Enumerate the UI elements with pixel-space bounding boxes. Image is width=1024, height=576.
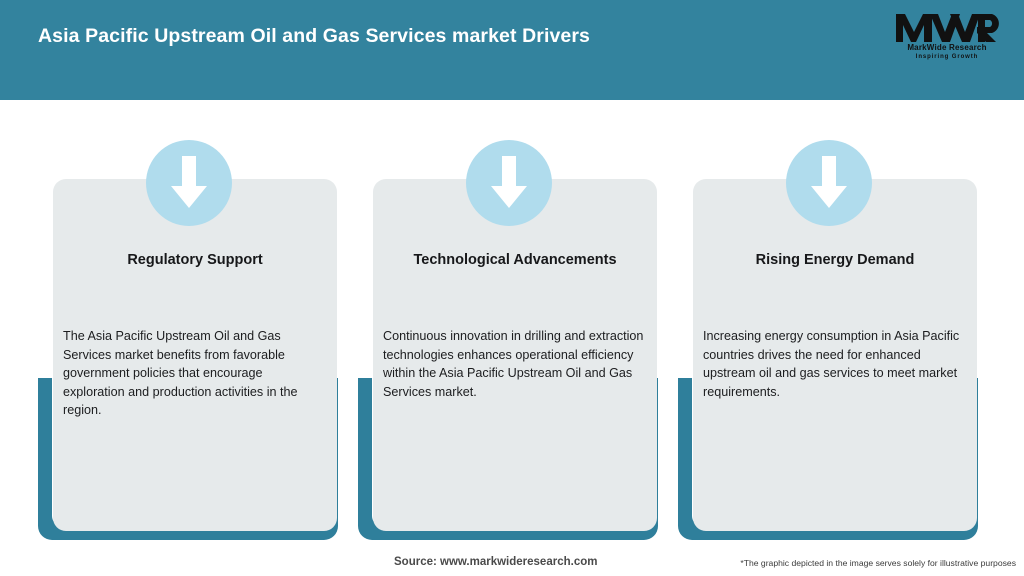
drivers-card-row: Regulatory Support The Asia Pacific Upst… [0, 100, 1024, 540]
brand-logo: MarkWide Research Inspiring Growth [892, 10, 1002, 68]
driver-card-2[interactable]: Technological Advancements Continuous in… [358, 100, 658, 540]
disclaimer-label: *The graphic depicted in the image serve… [740, 558, 1016, 568]
card-body-text: Increasing energy consumption in Asia Pa… [703, 329, 960, 399]
page-title: Asia Pacific Upstream Oil and Gas Servic… [38, 25, 590, 47]
down-arrow-icon [146, 140, 232, 226]
logo-company-name: MarkWide Research [907, 43, 987, 52]
card-surface: Rising Energy Demand Increasing energy c… [693, 179, 977, 531]
driver-card-1[interactable]: Regulatory Support The Asia Pacific Upst… [38, 100, 338, 540]
down-arrow-icon [786, 140, 872, 226]
down-arrow-icon [466, 140, 552, 226]
card-surface: Technological Advancements Continuous in… [373, 179, 657, 531]
card-surface: Regulatory Support The Asia Pacific Upst… [53, 179, 337, 531]
card-body-text: Continuous innovation in drilling and ex… [383, 329, 644, 399]
source-label: Source: www.markwideresearch.com [394, 556, 598, 568]
card-title: Rising Energy Demand [755, 252, 915, 268]
header-bar [0, 0, 1024, 100]
card-title: Regulatory Support [127, 252, 263, 268]
mwr-logo-icon [896, 14, 999, 42]
card-title: Technological Advancements [413, 252, 617, 268]
driver-card-3[interactable]: Rising Energy Demand Increasing energy c… [678, 100, 978, 540]
logo-tagline: Inspiring Growth [915, 54, 979, 60]
card-body-text: The Asia Pacific Upstream Oil and Gas Se… [63, 329, 298, 418]
